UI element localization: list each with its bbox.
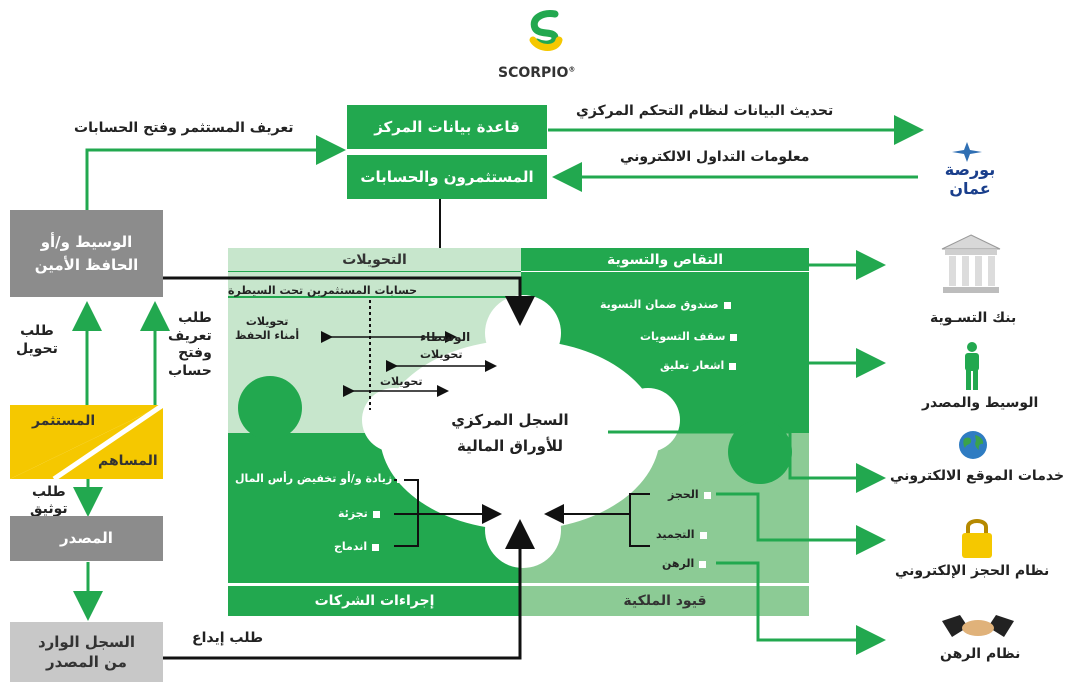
investors-accounts-box: المستثمرون والحسابات xyxy=(347,155,547,199)
investor-shareholder-shape xyxy=(10,405,163,479)
deposit-request-label: طلب إيداع xyxy=(192,630,264,646)
transfer-request-label: طلب تحويل xyxy=(16,323,58,358)
handshake-icon xyxy=(942,615,1014,639)
brokers-label: الوسطاء xyxy=(420,330,471,344)
clearing-header: التقاص والتسوية xyxy=(521,248,809,272)
corporate-footer: إجراءات الشركات xyxy=(228,586,521,616)
web-services-label: خدمات الموقع الالكتروني xyxy=(890,468,1065,484)
brand-name: SCORPIO xyxy=(498,65,569,81)
corporate-item: تجزئة xyxy=(338,507,380,520)
broker-custodian-box: الوسيط و/أو الحافظ الأمين xyxy=(10,210,163,297)
scorpio-wordmark: SCORPIO® xyxy=(498,65,575,81)
transfers-a-label: تحويلات xyxy=(420,348,463,361)
transfers-b-label: تحويلات xyxy=(380,375,423,388)
seizure-system-label: نظام الحجز الإلكتروني xyxy=(895,563,1050,579)
transfers-header: التحويلات xyxy=(228,248,521,272)
corporate-item: زيادة و/أو تخفيض رأس المال xyxy=(235,472,405,485)
issuer-register-box: السجل الوارد من المصدر xyxy=(10,622,163,682)
ownership-footer: قيود الملكية xyxy=(521,586,809,616)
ownership-item: التجميد xyxy=(656,528,707,541)
corporate-item: اندماج xyxy=(334,540,380,553)
define-request-label: طلب تعريف وفتح حساب xyxy=(168,310,212,379)
broker-issuer-label: الوسيط والمصدر xyxy=(922,395,1039,411)
brand-reg: ® xyxy=(568,65,576,74)
db-box: قاعدة بيانات المركز xyxy=(347,105,547,149)
globe-icon xyxy=(958,430,988,460)
registry-label: السجل المركزي للأوراق المالية xyxy=(451,411,569,455)
bank-label: بنك التسـوية xyxy=(930,310,1017,326)
scorpio-logo xyxy=(525,10,565,58)
exchange-logo: بورصة عمان xyxy=(930,142,1010,198)
lock-icon xyxy=(960,515,994,559)
update-label: تحديث البيانات لنظام التحكم المركزي xyxy=(576,103,834,119)
person-icon xyxy=(962,342,982,390)
clearing-item: صندوق ضمان التسوية xyxy=(600,298,731,311)
star-icon xyxy=(952,142,982,162)
shareholder-label: المساهم xyxy=(98,453,158,469)
clearing-item: سقف التسويات xyxy=(640,330,738,343)
clearing-item: اشعار تعليق xyxy=(660,359,737,372)
investor-shareholder-box: المستثمر المساهم xyxy=(10,405,163,479)
scorpio-logo-icon xyxy=(529,10,563,51)
define-investor-label: تعريف المستثمر وفتح الحسابات xyxy=(74,120,294,136)
auth-request-label: طلب توثيق xyxy=(30,484,68,517)
exchange-logo-text: بورصة عمان xyxy=(944,160,996,198)
investor-label: المستثمر xyxy=(32,413,96,429)
ownership-item: الحجز xyxy=(668,488,711,501)
trading-label: معلومات التداول الالكتروني xyxy=(620,149,810,165)
pledge-system-label: نظام الرهن xyxy=(940,646,1021,662)
bank-icon xyxy=(940,233,1002,295)
controlled-accounts-label: حسابات المستثمرين تحت السيطرة xyxy=(228,284,418,297)
registry-cloud xyxy=(362,295,680,568)
custodian-transfers-label: تحويلات أمناء الحفظ xyxy=(235,315,300,343)
ownership-item: الرهن xyxy=(662,557,707,570)
issuer-box: المصدر xyxy=(10,516,163,561)
